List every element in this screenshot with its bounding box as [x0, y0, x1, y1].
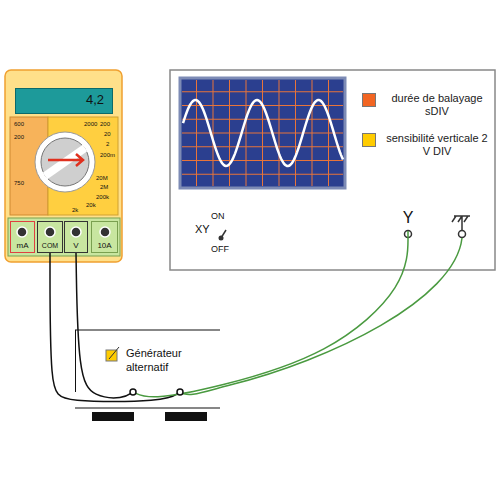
sine-trace: [183, 100, 343, 166]
generator-knob-mark: [109, 347, 119, 359]
node-text: Y: [398, 208, 418, 228]
ground-terminal: [459, 231, 466, 238]
terminal-ma: mA: [10, 221, 35, 253]
dial-knob: [41, 138, 89, 186]
dial-scale-label: 20: [104, 131, 111, 137]
dial-scale-label: 2: [106, 141, 109, 147]
node-text: V: [65, 241, 87, 250]
node-text: 4,2: [16, 89, 104, 111]
oscilloscope-panel: [170, 70, 495, 270]
generator-terminal: [130, 389, 136, 395]
dial-scale-label: 600: [14, 121, 24, 127]
legend-text: durée de balayage sDIV: [382, 92, 492, 118]
node-text: Générateur alternatif: [126, 346, 220, 374]
dial-scale-label: 2000: [84, 121, 97, 127]
ground-symbol: [452, 216, 470, 230]
dial-scale-label: 200: [100, 121, 110, 127]
switch-lever: [221, 230, 226, 238]
dial-scale-label: 2M: [100, 184, 108, 190]
generator-base: [75, 407, 220, 408]
generator-foot: [165, 412, 207, 421]
node-text: COM: [38, 242, 62, 249]
legend-swatch: [362, 93, 376, 107]
terminal-com: COM: [37, 221, 63, 253]
dial-scale-label: 750: [14, 180, 24, 186]
legend: durée de balayage sDIV sensibilité vertic…: [362, 92, 492, 172]
wire: [76, 253, 133, 398]
generator-terminal: [177, 389, 183, 395]
oscilloscope-screen: [180, 78, 345, 188]
terminal-10a: 10A: [91, 221, 118, 253]
dial-grip: [45, 148, 85, 176]
wire: [50, 253, 180, 402]
dial-scale-label: 200m: [100, 152, 115, 158]
dial-scale-label: 200: [14, 134, 24, 140]
multimeter-body: [5, 70, 122, 262]
display-screen: 4,2: [15, 88, 113, 114]
legend-swatch: [362, 133, 376, 147]
dial-scale-label: 20M: [96, 175, 108, 181]
ground-wire: [180, 238, 462, 395]
dial-ring: [35, 132, 95, 192]
y-input: Y: [398, 208, 418, 231]
switch-label: OFF: [211, 245, 229, 254]
dial-scale-label: 2k: [72, 207, 78, 213]
generator-box: Générateur alternatif: [75, 330, 220, 392]
node-text: 10A: [92, 241, 117, 250]
dial-pointer: [48, 154, 83, 166]
legend-text: sensibilité verticale 2 V DIV: [382, 132, 492, 158]
legend-item: durée de balayage sDIV: [362, 92, 492, 118]
node-text: mA: [11, 241, 34, 250]
terminal-strip: [8, 218, 120, 256]
dial-scale-label: 200k: [96, 194, 109, 200]
wire: [133, 231, 408, 397]
dial-scale-label: 20k: [86, 202, 96, 208]
generator-foot: [92, 412, 134, 421]
terminal-v: V: [64, 221, 88, 253]
legend-item: sensibilité verticale 2 V DIV: [362, 132, 492, 158]
switch-label: ON: [211, 212, 225, 221]
switch-label: XY: [195, 224, 210, 235]
screen-grid: [182, 80, 343, 186]
